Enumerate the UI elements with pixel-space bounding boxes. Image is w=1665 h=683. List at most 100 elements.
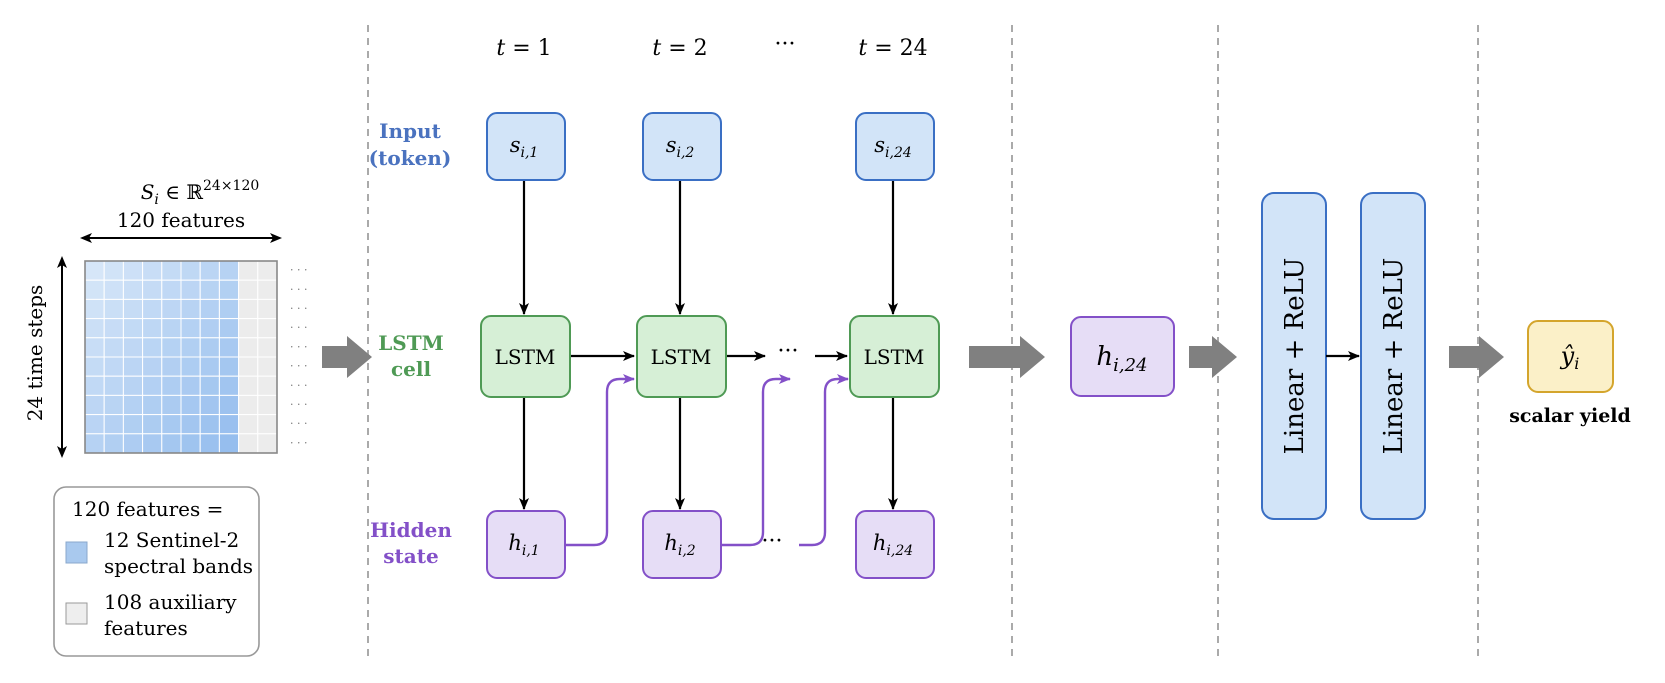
matrix-cell — [142, 337, 163, 358]
time-header-ellipsis: ··· — [775, 32, 796, 57]
lstm-cell-2: LSTM — [636, 315, 727, 398]
legend-box — [53, 486, 260, 657]
matrix-cell — [122, 318, 144, 339]
legend-spectral-line1: 12 Sentinel-2 — [104, 528, 239, 552]
matrix-cell — [84, 356, 105, 377]
matrix-row-dots: · · · — [290, 302, 307, 315]
matrix-row-dots: · · · — [290, 436, 307, 449]
matrix-cell — [84, 414, 105, 435]
legend-title: 120 features = — [72, 497, 223, 521]
matrix-cell — [199, 318, 220, 339]
matrix-cell — [84, 279, 105, 300]
output-caption: scalar yield — [1509, 405, 1631, 427]
matrix-cell — [218, 318, 240, 339]
matrix-cell — [180, 394, 201, 416]
matrix-cell — [238, 375, 259, 396]
matrix-cell — [238, 279, 259, 300]
feature-matrix-border — [84, 260, 278, 454]
matrix-cell — [257, 337, 278, 358]
matrix-cell — [161, 279, 182, 300]
matrix-cell — [161, 337, 182, 358]
matrix-cell — [122, 375, 144, 396]
matrix-cell — [199, 298, 220, 320]
row-label-lstm-1: LSTM — [378, 331, 444, 355]
svg-text:LSTM: LSTM — [864, 345, 925, 369]
matrix-cell — [238, 414, 259, 435]
lstm-cell-24: LSTM — [849, 315, 940, 398]
token-box-2: si,2 — [642, 112, 722, 181]
matrix-cell — [218, 414, 240, 435]
matrix-cell — [142, 356, 163, 377]
matrix-row-dots: · · · — [290, 340, 307, 353]
linear-relu-layer-2: Linear + ReLU — [1360, 192, 1426, 520]
time-header-1: t = 1 — [496, 36, 551, 61]
matrix-cell — [103, 298, 124, 320]
matrix-cell — [84, 394, 105, 416]
matrix-cell — [161, 356, 182, 377]
matrix-cell — [142, 414, 163, 435]
matrix-cell — [257, 318, 278, 339]
matrix-cell — [161, 394, 182, 416]
legend-spectral-line2: spectral bands — [104, 554, 253, 578]
fat-arrow-matrix-to-lstm — [322, 336, 372, 378]
matrix-cell — [199, 414, 220, 435]
matrix-cell — [257, 375, 278, 396]
matrix-cell — [142, 433, 163, 454]
matrix-cell — [180, 356, 201, 377]
matrix-cell — [161, 318, 182, 339]
feature-legend: 120 features = 12 Sentinel-2 spectral ba… — [53, 486, 260, 657]
matrix-cell — [103, 414, 124, 435]
matrix-cell — [161, 260, 182, 281]
matrix-cell — [103, 394, 124, 416]
matrix-cell — [238, 298, 259, 320]
matrix-cell — [161, 414, 182, 435]
matrix-cell — [180, 279, 201, 300]
matrix-cell — [142, 318, 163, 339]
matrix-cell — [180, 260, 201, 281]
matrix-cell — [84, 375, 105, 396]
matrix-cell — [161, 375, 182, 396]
time-header-24: t = 24 — [858, 36, 927, 61]
matrix-cell — [238, 318, 259, 339]
matrix-cell — [122, 433, 144, 454]
matrix-row-dots: · · · — [290, 417, 307, 430]
matrix-cell — [180, 298, 201, 320]
matrix-cell — [142, 375, 163, 396]
matrix-cell — [238, 394, 259, 416]
matrix-cell — [84, 337, 105, 358]
matrix-cell — [103, 356, 124, 377]
matrix-cell — [180, 375, 201, 396]
matrix-cell — [180, 337, 201, 358]
fat-arrow-mlp-to-output — [1449, 336, 1504, 378]
matrix-cell — [122, 414, 144, 435]
matrix-cell — [218, 260, 240, 281]
hidden-box-2: hi,2 — [642, 510, 722, 579]
linear-relu-layer-1: Linear + ReLU — [1261, 192, 1327, 520]
matrix-cell — [199, 279, 220, 300]
matrix-cell — [103, 337, 124, 358]
row-label-input-2: (token) — [369, 146, 452, 170]
matrix-cell — [142, 260, 163, 281]
svg-text:hi,1: hi,1 — [508, 531, 539, 559]
token-box-1: si,1 — [486, 112, 566, 181]
matrix-cell — [199, 433, 220, 454]
svg-text:Linear + ReLU: Linear + ReLU — [1379, 258, 1409, 455]
matrix-row-dots: · · · — [290, 264, 307, 277]
matrix-cell — [122, 298, 144, 320]
fat-arrow-hidden-to-mlp — [1189, 336, 1237, 378]
matrix-row-dots: · · · — [290, 283, 307, 296]
matrix-cell — [122, 356, 144, 377]
matrix-cell — [142, 279, 163, 300]
feature-matrix — [84, 260, 278, 454]
matrix-cell — [257, 414, 278, 435]
matrix-cell — [122, 279, 144, 300]
hidden-box-1: hi,1 — [486, 510, 566, 579]
matrix-cell — [103, 318, 124, 339]
legend-aux-line1: 108 auxiliary — [104, 590, 237, 614]
svg-text:hi,24: hi,24 — [873, 531, 913, 559]
recurrent-arrow-h1-to-lstm2 — [564, 374, 635, 547]
matrix-cell — [122, 260, 144, 281]
matrix-cell — [257, 279, 278, 300]
matrix-cell — [84, 298, 105, 320]
